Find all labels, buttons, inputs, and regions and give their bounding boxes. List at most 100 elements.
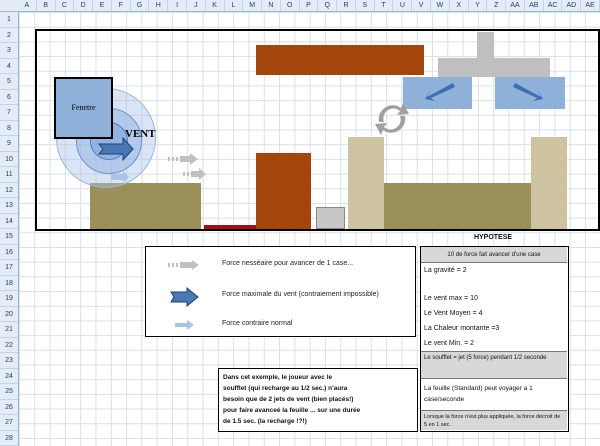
column-header-y[interactable]: Y bbox=[469, 0, 488, 11]
row-header-25[interactable]: 25 bbox=[0, 384, 18, 400]
legend-item-text: Force nesséaire pour avancer de 1 case..… bbox=[222, 260, 354, 267]
wind-label: VENT bbox=[125, 128, 156, 140]
row-header-3[interactable]: 3 bbox=[0, 43, 18, 59]
column-header-r[interactable]: R bbox=[337, 0, 356, 11]
outline-arrow-icon bbox=[170, 287, 199, 307]
row-header-8[interactable]: 8 bbox=[0, 121, 18, 136]
row-header-6[interactable]: 6 bbox=[0, 90, 18, 105]
gray-fan-housing bbox=[438, 58, 550, 77]
column-header-o[interactable]: O bbox=[281, 0, 300, 11]
row-header-19[interactable]: 19 bbox=[0, 291, 18, 307]
column-header-ac[interactable]: AC bbox=[544, 0, 563, 11]
brown-bar-top bbox=[256, 45, 424, 75]
dotted-arrow-icon bbox=[168, 260, 199, 270]
column-header-a[interactable]: A bbox=[18, 0, 37, 11]
row-header-2[interactable]: 2 bbox=[0, 28, 18, 43]
gray-chimney bbox=[477, 32, 494, 58]
light-arrow-icon bbox=[175, 320, 194, 330]
column-header-ab[interactable]: AB bbox=[525, 0, 544, 11]
row-header-1[interactable]: 1 bbox=[0, 12, 18, 28]
dotted-arrow-icon bbox=[183, 168, 206, 180]
recycle-arrows-icon bbox=[375, 103, 409, 135]
column-header-f[interactable]: F bbox=[112, 0, 131, 11]
column-header-x[interactable]: X bbox=[450, 0, 469, 11]
hypothesis-title: HYPOTESE bbox=[473, 234, 513, 241]
row-header-24[interactable]: 24 bbox=[0, 369, 18, 384]
column-header-s[interactable]: S bbox=[356, 0, 375, 11]
column-header-z[interactable]: Z bbox=[487, 0, 507, 11]
hypothesis-row: La Chaleur montante =3 bbox=[424, 325, 500, 332]
note-box: Dans cet exemple, le joueur avec le souf… bbox=[218, 368, 418, 432]
row-header-16[interactable]: 16 bbox=[0, 245, 18, 260]
column-header-k[interactable]: K bbox=[206, 0, 225, 11]
down-right-arrow-icon bbox=[513, 83, 543, 101]
fan-arrows bbox=[425, 83, 543, 101]
select-all-corner[interactable] bbox=[0, 0, 19, 12]
row-header-5[interactable]: 5 bbox=[0, 74, 18, 90]
row-header-20[interactable]: 20 bbox=[0, 307, 18, 322]
row-header-26[interactable]: 26 bbox=[0, 400, 18, 415]
hypothesis-row: La feuille (Standard) peut voyager a 1 c… bbox=[424, 385, 533, 403]
window-box: Fenetre bbox=[54, 77, 113, 139]
column-header-u[interactable]: U bbox=[393, 0, 413, 11]
hypothesis-row: Le vent max = 10 bbox=[424, 295, 478, 302]
column-header-j[interactable]: J bbox=[187, 0, 206, 11]
column-header-p[interactable]: P bbox=[300, 0, 319, 11]
column-header-ae[interactable]: AE bbox=[581, 0, 600, 11]
row-header-23[interactable]: 23 bbox=[0, 353, 18, 369]
row-header-15[interactable]: 15 bbox=[0, 229, 18, 245]
row-header-13[interactable]: 13 bbox=[0, 198, 18, 214]
column-header-v[interactable]: V bbox=[412, 0, 432, 11]
column-header-g[interactable]: G bbox=[131, 0, 150, 11]
row-header-17[interactable]: 17 bbox=[0, 260, 18, 276]
column-header-t[interactable]: T bbox=[375, 0, 394, 11]
column-header-h[interactable]: H bbox=[149, 0, 169, 11]
column-header-i[interactable]: I bbox=[168, 0, 187, 11]
row-header-28[interactable]: 28 bbox=[0, 431, 18, 446]
brown-column bbox=[256, 153, 311, 229]
row-header-9[interactable]: 9 bbox=[0, 136, 18, 152]
note-line: Dans cet exemple, le joueur avec le bbox=[223, 374, 333, 381]
bellows-box bbox=[316, 207, 345, 229]
red-line bbox=[204, 225, 256, 229]
row-header-4[interactable]: 4 bbox=[0, 59, 18, 74]
column-header-c[interactable]: C bbox=[56, 0, 75, 11]
row-header-10[interactable]: 10 bbox=[0, 152, 18, 167]
row-header-12[interactable]: 12 bbox=[0, 183, 18, 198]
hypothesis-row: Le soufflet = jet (5 force) pendant 1/2 … bbox=[421, 351, 567, 379]
row-header-14[interactable]: 14 bbox=[0, 214, 18, 229]
hypothesis-row: 10 de force fait avancer d'une case bbox=[421, 247, 567, 263]
platform-left bbox=[90, 183, 201, 229]
sheet-grid[interactable]: Fenetre VENT Force nesséaire pour avance… bbox=[19, 12, 600, 446]
column-header-w[interactable]: W bbox=[431, 0, 450, 11]
column-header-b[interactable]: B bbox=[37, 0, 56, 11]
row-header-21[interactable]: 21 bbox=[0, 322, 18, 338]
column-header-m[interactable]: M bbox=[243, 0, 263, 11]
row-header-11[interactable]: 11 bbox=[0, 167, 18, 183]
row-header-7[interactable]: 7 bbox=[0, 105, 18, 121]
column-header-d[interactable]: D bbox=[74, 0, 94, 11]
hypothesis-row: Le vent Min. = 2 bbox=[424, 340, 475, 347]
note-line: pour faire avanceé la feuille ... sur un… bbox=[223, 407, 361, 414]
note-line: besoin que de 2 jets de vent (bien placé… bbox=[223, 396, 354, 403]
hypothesis-row: Le Vent Moyen = 4 bbox=[424, 310, 483, 317]
hypothesis-row: Lorsque la force n'est plus appliquée, l… bbox=[421, 410, 567, 430]
row-header-27[interactable]: 27 bbox=[0, 415, 18, 431]
column-header-ad[interactable]: AD bbox=[562, 0, 582, 11]
column-header-l[interactable]: L bbox=[225, 0, 244, 11]
tan-pillar-right bbox=[531, 137, 567, 229]
outline-arrow-icon bbox=[97, 136, 134, 162]
row-header-18[interactable]: 18 bbox=[0, 276, 18, 291]
platform-right bbox=[384, 183, 531, 229]
column-header-aa[interactable]: AA bbox=[506, 0, 525, 11]
column-header-n[interactable]: N bbox=[262, 0, 281, 11]
window-label: Fenetre bbox=[71, 103, 96, 112]
legend-item-text: Force contraire normal bbox=[222, 320, 293, 327]
column-header-e[interactable]: E bbox=[93, 0, 112, 11]
wind-arrows bbox=[97, 136, 206, 183]
hypothesis-row: La gravité = 2 bbox=[424, 267, 467, 274]
column-header-q[interactable]: Q bbox=[318, 0, 338, 11]
row-header-22[interactable]: 22 bbox=[0, 338, 18, 353]
